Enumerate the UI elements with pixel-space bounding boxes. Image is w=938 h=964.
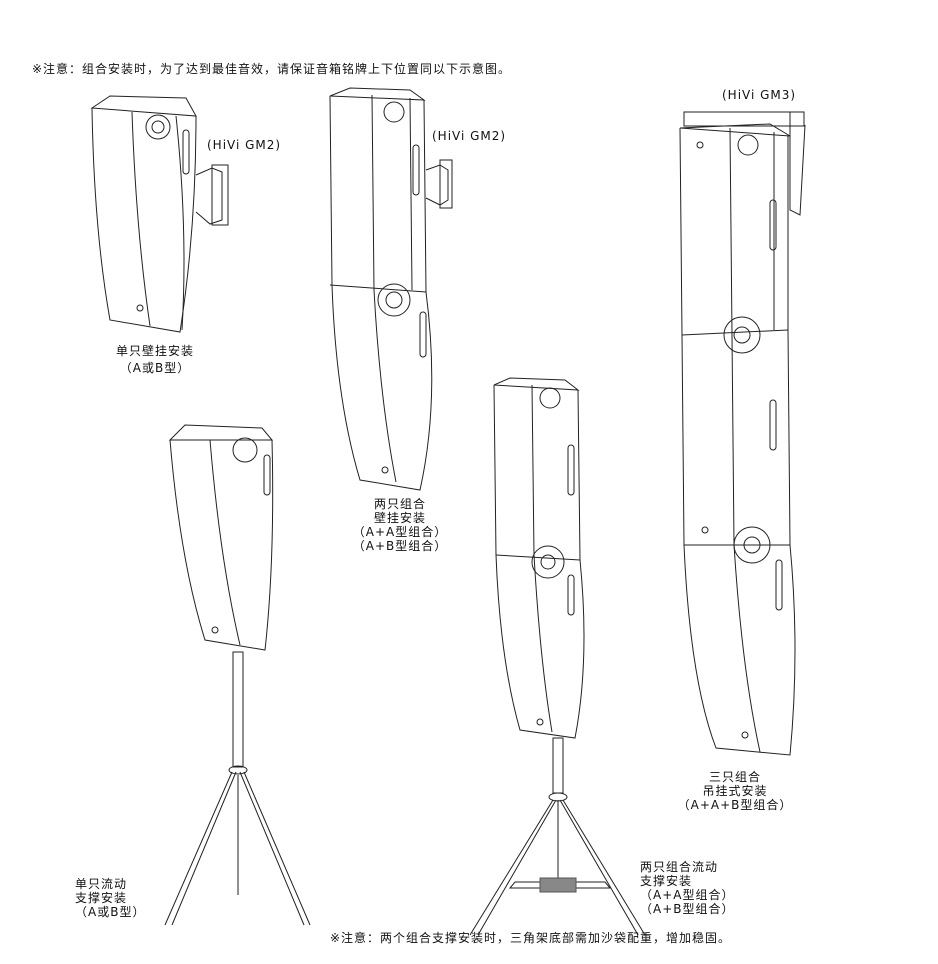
caption-line: （A+A+B型组合） (677, 798, 793, 812)
bottom-note: ※注意：两个组合支撑安装时，三角架底部需加沙袋配重，增加稳固。 (330, 931, 732, 945)
double-wall-model: (HiVi GM2) (432, 129, 507, 143)
double-stand-caption: 两只组合流动 支撑安装 （A+A型组合） （A+B型组合） (640, 860, 735, 916)
caption-line: （A+B型组合） (640, 902, 735, 916)
caption-line: （A+A型组合） (640, 888, 735, 902)
caption-line: 三只组合 (708, 770, 761, 784)
single-wall-caption: 单只壁挂安装 （A或B型） (95, 344, 215, 375)
single-wall-model: (HiVi GM2) (207, 138, 282, 152)
single-stand-caption: 单只流动 支撑安装 （A或B型） (75, 877, 145, 919)
top-note: ※注意：组合安装时，为了达到最佳音效，请保证音箱铭牌上下位置同以下示意图。 (32, 62, 512, 76)
caption-line: 单只壁挂安装 (115, 344, 194, 358)
double-wall-caption: 两只组合 壁挂安装 （A+A型组合） （A+B型组合） (345, 497, 455, 553)
caption-line: 壁挂安装 (373, 511, 426, 525)
caption-line: 吊挂式安装 (702, 784, 768, 798)
caption-line: （A+B型组合） (352, 539, 448, 553)
caption-line: （A或B型） (75, 905, 146, 919)
caption-line: 两只组合流动 (640, 860, 719, 874)
caption-line: 支撑安装 (640, 874, 693, 888)
caption-line: 两只组合 (373, 497, 426, 511)
caption-line: （A或B型） (119, 361, 191, 375)
triple-hang-caption: 三只组合 吊挂式安装 （A+A+B型组合） (670, 770, 800, 812)
caption-line: 单只流动 (75, 877, 128, 891)
triple-hang-model: (HiVi GM3) (722, 88, 797, 102)
single-stand-speaker (164, 424, 311, 926)
caption-line: 支撑安装 (75, 891, 128, 905)
double-wall-speaker (329, 87, 453, 491)
caption-line: （A+A型组合） (352, 525, 448, 539)
triple-hang-speaker (679, 111, 806, 756)
single-wall-speaker (90, 95, 229, 333)
double-stand-speaker (469, 377, 646, 936)
